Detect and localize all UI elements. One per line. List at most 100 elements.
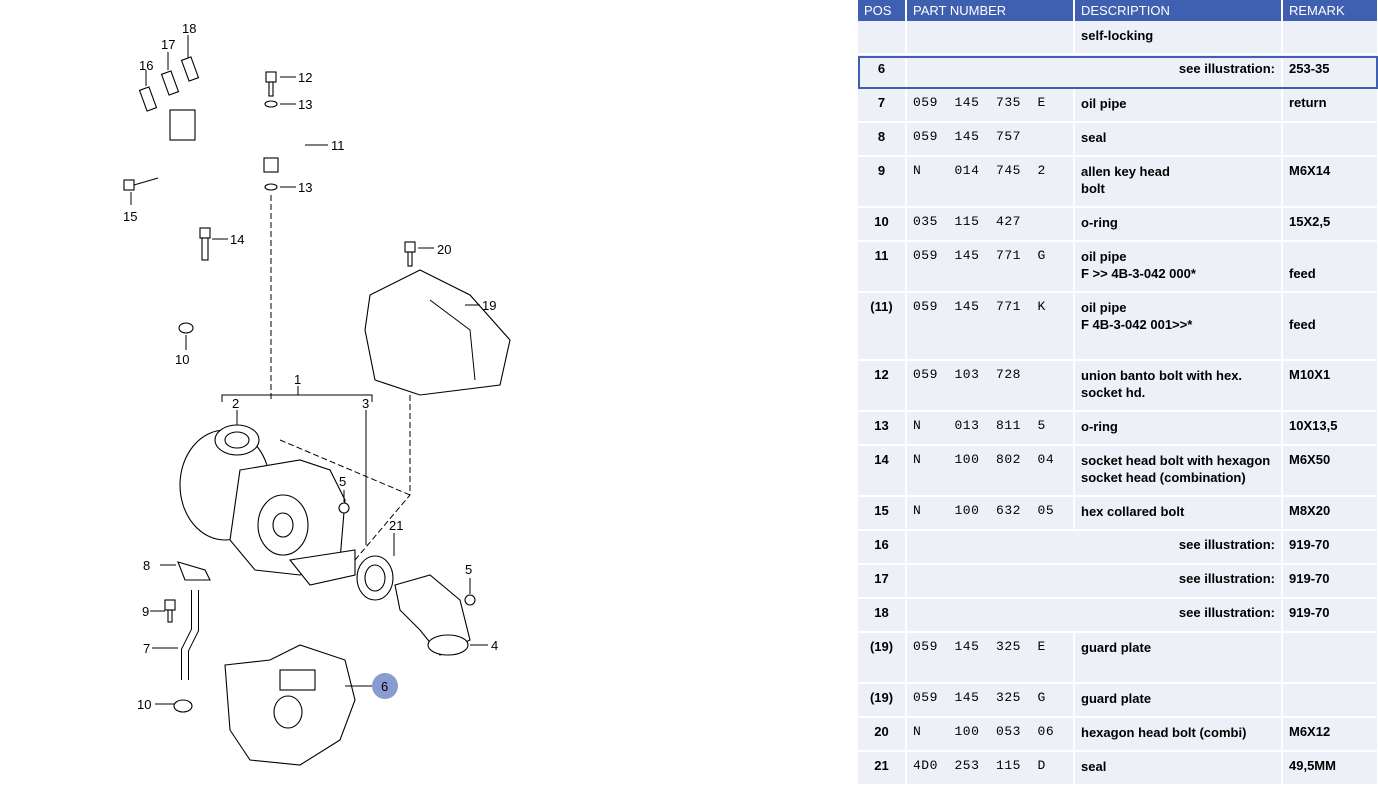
row-part-number: 059 145 757 [906, 122, 1075, 157]
callout-13-top[interactable]: 13 [298, 97, 312, 112]
callout-16[interactable]: 16 [139, 58, 153, 73]
callout-12[interactable]: 12 [298, 70, 312, 85]
sensor-18-shape [180, 56, 200, 82]
row-pos [858, 21, 907, 55]
header-description[interactable]: DESCRIPTION [1074, 0, 1283, 21]
row-description: seal [1074, 751, 1283, 786]
header-remark[interactable]: REMARK [1282, 0, 1378, 21]
row-pos: 14 [858, 445, 907, 497]
row-pos: 10 [858, 207, 907, 242]
remark-line [1289, 248, 1371, 265]
row-pos: 12 [858, 360, 907, 412]
callout-5-right[interactable]: 5 [465, 562, 472, 577]
callout-17[interactable]: 17 [161, 37, 175, 52]
row-description: seal [1074, 122, 1283, 157]
row-pos: 7 [858, 88, 907, 123]
callout-20[interactable]: 20 [437, 242, 451, 257]
row-description: guard plate [1074, 683, 1283, 718]
see-illustration-link[interactable]: 919-70 [1282, 598, 1378, 633]
row-description: hex collared bolt [1074, 496, 1283, 531]
callout-4[interactable]: 4 [491, 638, 498, 653]
callout-1[interactable]: 1 [294, 372, 301, 387]
header-pos[interactable]: POS [858, 0, 907, 21]
row-remark [1282, 21, 1378, 55]
remark-line: feed [1289, 317, 1316, 332]
see-illustration-link[interactable]: 253-35 [1282, 54, 1378, 89]
see-illustration-link[interactable]: 919-70 [1282, 564, 1378, 599]
callout-2[interactable]: 2 [232, 396, 239, 411]
row-description: guard plate [1074, 632, 1283, 684]
see-illustration-link[interactable]: 919-70 [1282, 530, 1378, 565]
callout-6[interactable]: 6 [381, 679, 388, 694]
row-remark: M6X14 [1282, 156, 1378, 208]
callout-8[interactable]: 8 [143, 558, 150, 573]
callout-14[interactable]: 14 [230, 232, 244, 247]
row-part-number: N 014 745 2 [906, 156, 1075, 208]
row-description: hexagon head bolt (combi) [1074, 717, 1283, 752]
see-illustration-label: see illustration: [906, 54, 1283, 89]
callout-19[interactable]: 19 [482, 298, 496, 313]
description-line: self-locking [1081, 28, 1154, 43]
row-pos: 18 [858, 598, 907, 633]
callout-9[interactable]: 9 [142, 604, 149, 619]
guard-plate-shape [364, 269, 511, 396]
callout-18[interactable]: 18 [182, 21, 196, 36]
row-remark: 15X2,5 [1282, 207, 1378, 242]
row-pos: (19) [858, 632, 907, 684]
description-line: socket head bolt with hexagon [1081, 453, 1271, 468]
table-row[interactable]: self-locking [858, 21, 1378, 55]
callout-7[interactable]: 7 [143, 641, 150, 656]
row-part-number [906, 21, 1075, 55]
callout-6-highlight[interactable] [372, 673, 398, 699]
row-pos: 11 [858, 241, 907, 293]
see-illustration-label: see illustration: [906, 598, 1283, 633]
row-part-number: 059 145 771 K [906, 292, 1075, 361]
callout-5-top[interactable]: 5 [339, 474, 346, 489]
description-line: seal [1081, 759, 1107, 774]
sensor-16-shape [138, 86, 158, 112]
row-part-number: N 100 632 05 [906, 496, 1075, 531]
row-pos: 8 [858, 122, 907, 157]
callout-3[interactable]: 3 [362, 396, 369, 411]
row-part-number: N 100 053 06 [906, 717, 1075, 752]
row-remark: feed [1282, 292, 1378, 361]
callout-11[interactable]: 11 [331, 138, 345, 153]
description-line: F 4B-3-042 001>>* [1081, 317, 1193, 332]
description-line: hex collared bolt [1081, 504, 1185, 519]
header-part-number[interactable]: PART NUMBER [906, 0, 1075, 21]
description-line: oil pipe [1081, 300, 1127, 315]
description-line: o-ring [1081, 215, 1118, 230]
callout-15[interactable]: 15 [123, 209, 137, 224]
row-description: union banto bolt with hex.socket hd. [1074, 360, 1283, 412]
callout-10-top[interactable]: 10 [175, 352, 189, 367]
sensor-17-shape [160, 70, 180, 96]
callout-10-bottom[interactable]: 10 [137, 697, 151, 712]
callout-13-bottom[interactable]: 13 [298, 180, 312, 195]
parts-list: POS PART NUMBER DESCRIPTION REMARK self-… [858, 0, 1378, 792]
callout-21[interactable]: 21 [389, 518, 403, 533]
description-line: allen key head [1081, 164, 1170, 179]
row-description: self-locking [1074, 21, 1283, 55]
row-description: o-ring [1074, 411, 1283, 446]
row-remark: return [1282, 88, 1378, 123]
